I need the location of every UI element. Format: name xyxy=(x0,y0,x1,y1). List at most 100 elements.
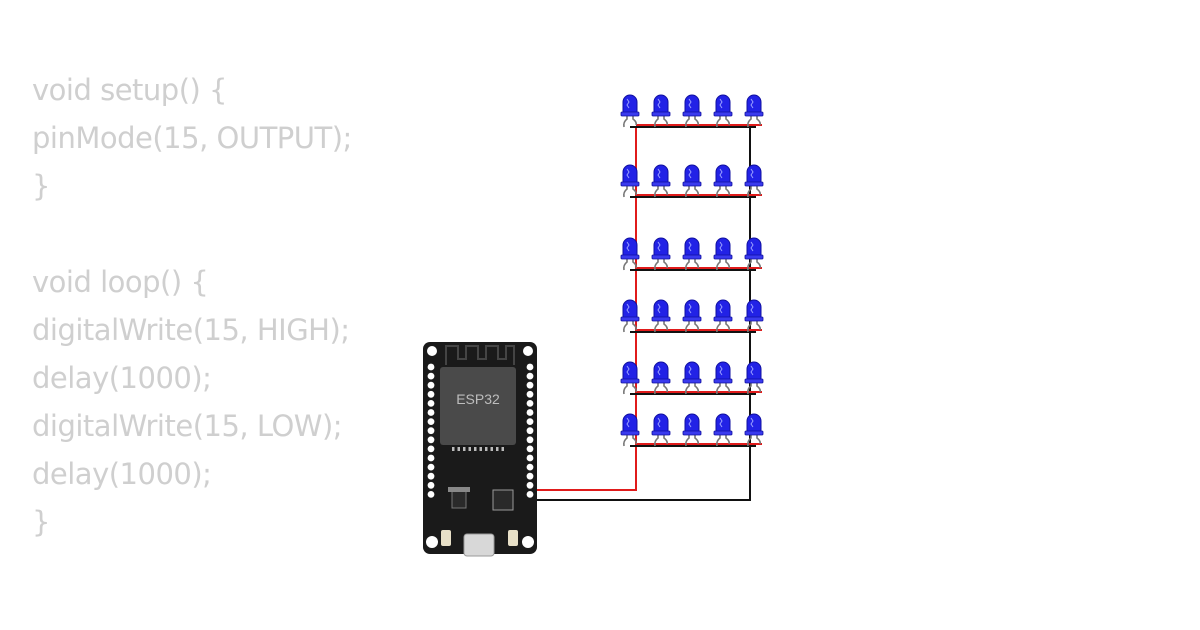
pin-header-right xyxy=(526,363,534,498)
led-anode-leg xyxy=(632,318,637,331)
led[interactable] xyxy=(713,413,733,447)
en-button[interactable] xyxy=(508,530,518,546)
module-pad xyxy=(490,447,493,451)
led-rim xyxy=(651,378,671,384)
code-line: delay(1000); xyxy=(32,361,212,395)
led-reflection xyxy=(719,417,723,428)
led-body xyxy=(653,361,669,382)
led-cathode-leg xyxy=(716,183,721,198)
led-cathode-leg xyxy=(654,113,659,128)
code-line: } xyxy=(32,169,50,203)
led-anode-leg xyxy=(725,183,730,196)
led[interactable] xyxy=(744,237,764,271)
led[interactable] xyxy=(651,237,671,271)
led-body xyxy=(622,361,638,382)
led-rim xyxy=(682,111,702,117)
regulator-tab xyxy=(448,487,470,492)
led-cathode-leg xyxy=(747,432,752,447)
led-body xyxy=(746,413,762,434)
led-cathode-leg xyxy=(654,183,659,198)
header-pin xyxy=(526,427,534,435)
led-cathode-leg xyxy=(623,432,628,447)
led-reflection xyxy=(626,365,630,376)
led[interactable] xyxy=(744,94,764,128)
chip-label: ESP32 xyxy=(456,391,500,407)
led-rim xyxy=(713,430,733,436)
led-rim xyxy=(744,181,764,187)
led[interactable] xyxy=(651,413,671,447)
led-reflection xyxy=(626,241,630,252)
led-reflection xyxy=(750,303,754,314)
header-pin xyxy=(427,427,435,435)
led[interactable] xyxy=(744,299,764,333)
led[interactable] xyxy=(744,164,764,198)
boot-button[interactable] xyxy=(441,530,451,546)
led[interactable] xyxy=(713,237,733,271)
led-cathode-leg xyxy=(685,380,690,395)
led[interactable] xyxy=(713,299,733,333)
led[interactable] xyxy=(713,164,733,198)
header-pin xyxy=(427,491,435,498)
led-rim xyxy=(620,254,640,260)
led[interactable] xyxy=(620,413,640,447)
led-cathode-leg xyxy=(747,380,752,395)
module-pad xyxy=(479,447,482,451)
led[interactable] xyxy=(682,413,702,447)
header-pin xyxy=(427,372,435,380)
led-reflection xyxy=(750,168,754,179)
led[interactable] xyxy=(682,361,702,395)
led-anode-leg xyxy=(694,318,699,331)
led-anode-leg xyxy=(725,256,730,269)
led-body xyxy=(653,299,669,320)
header-pin xyxy=(427,409,435,416)
led[interactable] xyxy=(651,299,671,333)
code-line: digitalWrite(15, LOW); xyxy=(32,409,343,443)
code-line: } xyxy=(32,505,50,539)
led[interactable] xyxy=(620,299,640,333)
led-reflection xyxy=(657,365,661,376)
led-cathode-leg xyxy=(747,183,752,198)
led[interactable] xyxy=(651,94,671,128)
led[interactable] xyxy=(620,164,640,198)
led[interactable] xyxy=(713,94,733,128)
led-anode-leg xyxy=(663,183,668,196)
led-rim xyxy=(713,111,733,117)
led[interactable] xyxy=(682,94,702,128)
led-cathode-leg xyxy=(685,256,690,271)
header-pin xyxy=(526,454,534,462)
usb-uart-chip xyxy=(492,489,514,511)
led[interactable] xyxy=(620,94,640,128)
led[interactable] xyxy=(682,237,702,271)
led[interactable] xyxy=(682,164,702,198)
led[interactable] xyxy=(713,361,733,395)
led-anode-leg xyxy=(725,432,730,445)
led-rim xyxy=(620,316,640,322)
led[interactable] xyxy=(620,237,640,271)
led-cathode-leg xyxy=(747,113,752,128)
led-body xyxy=(715,94,731,115)
led-rim xyxy=(682,316,702,322)
led[interactable] xyxy=(744,413,764,447)
led-body xyxy=(715,361,731,382)
led-reflection xyxy=(626,303,630,314)
led-body xyxy=(715,299,731,320)
led-body xyxy=(746,94,762,115)
esp32-board[interactable]: ESP32 xyxy=(423,342,537,557)
header-pin xyxy=(526,445,534,453)
module-pad xyxy=(463,447,466,451)
mounting-hole xyxy=(522,536,534,548)
code-snippet: void setup() { pinMode(15, OUTPUT); } vo… xyxy=(32,66,352,546)
led-anode-leg xyxy=(756,183,761,196)
led[interactable] xyxy=(682,299,702,333)
led[interactable] xyxy=(651,164,671,198)
led-cathode-leg xyxy=(654,256,659,271)
led-anode-leg xyxy=(632,183,637,196)
led-anode-leg xyxy=(694,256,699,269)
antenna-trace xyxy=(445,345,515,365)
header-pin xyxy=(427,363,435,371)
led-reflection xyxy=(688,98,692,109)
led[interactable] xyxy=(651,361,671,395)
led[interactable] xyxy=(620,361,640,395)
led[interactable] xyxy=(744,361,764,395)
mounting-hole xyxy=(426,536,438,548)
